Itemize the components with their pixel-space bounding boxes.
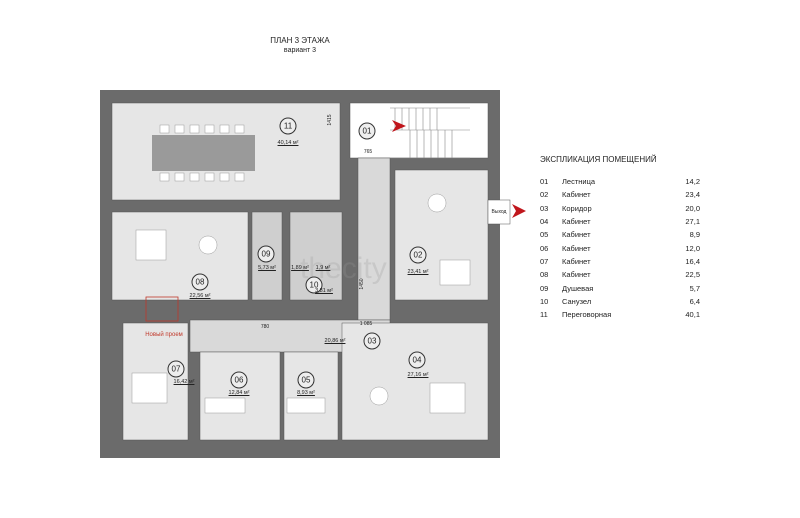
plan-subtitle: вариант 3 xyxy=(283,47,317,54)
room-02-number: 02 xyxy=(409,246,427,264)
legend-row: 04 Кабинет 27,1 xyxy=(540,215,700,228)
legend-room-name: Кабинет xyxy=(562,270,591,280)
room-05-number: 05 xyxy=(297,371,315,389)
dimension-765: 765 xyxy=(363,149,373,155)
legend-room-name: Переговорная xyxy=(562,310,612,320)
legend-row: 11 Переговорная 40,1 xyxy=(540,308,700,321)
room-06-area: 12,84 м² xyxy=(228,390,250,396)
room-03-area: 20,86 м² xyxy=(324,338,346,344)
legend-room-area: 5,7 xyxy=(689,283,700,293)
legend-room-name: Кабинет xyxy=(562,230,591,240)
legend-room-number: 11 xyxy=(540,310,548,320)
room-08-area: 22,56 м² xyxy=(189,293,211,299)
legend-room-name: Санузел xyxy=(562,296,592,306)
legend-row: 05 Кабинет 8,9 xyxy=(540,228,700,241)
shower-sub-area: 1,89 м² xyxy=(291,265,309,271)
legend-room-name: Коридор xyxy=(562,203,592,213)
room-07-area: 16,42 м² xyxy=(173,379,195,385)
room-03-number: 03 xyxy=(363,332,381,350)
legend-room-number: 02 xyxy=(540,190,549,200)
room-05-area: 8,93 м² xyxy=(297,390,315,396)
legend-room-number: 05 xyxy=(540,230,549,240)
legend-room-number: 01 xyxy=(540,177,549,187)
corridor-floor xyxy=(357,157,391,321)
legend-row: 10 Санузел 6,4 xyxy=(540,295,700,308)
new-opening-label: Новый проем xyxy=(145,332,183,338)
room-08-floor xyxy=(111,211,249,301)
legend-row: 07 Кабинет 16,4 xyxy=(540,255,700,268)
room-06-floor xyxy=(199,351,281,441)
exit-door xyxy=(487,199,511,225)
legend-room-name: Кабинет xyxy=(562,217,591,227)
room-09-area: 5,73 м² xyxy=(258,265,276,271)
room-02-area: 23,41 м² xyxy=(407,269,429,275)
legend-row: 06 Кабинет 12,0 xyxy=(540,241,700,254)
legend-room-number: 04 xyxy=(540,217,549,227)
room-10-number: 10 xyxy=(305,276,323,294)
dimension-1450: 1450 xyxy=(359,278,365,290)
new-opening-marker xyxy=(145,296,179,322)
room-10-area: 3,81 м² xyxy=(315,288,333,294)
legend-room-name: Кабинет xyxy=(562,190,591,200)
legend-room-area: 6,4 xyxy=(689,296,700,306)
dimension-1085: 1 085 xyxy=(359,321,373,327)
stairs xyxy=(390,107,470,159)
legend-room-name: Кабинет xyxy=(562,243,591,253)
legend-room-number: 03 xyxy=(540,203,549,213)
room-07-number: 07 xyxy=(167,360,185,378)
legend-room-name: Кабинет xyxy=(562,256,591,266)
legend-room-area: 40,1 xyxy=(685,310,700,320)
legend-room-area: 27,1 xyxy=(685,217,700,227)
room-11-number: 11 xyxy=(279,117,297,135)
wc-sub-area: 1,9 м² xyxy=(315,265,331,271)
legend-room-number: 10 xyxy=(540,296,549,306)
legend-row: 08 Кабинет 22,5 xyxy=(540,268,700,281)
room-04-area: 27,16 м² xyxy=(407,372,429,378)
legend-row: 03 Коридор 20,0 xyxy=(540,202,700,215)
legend-room-area: 23,4 xyxy=(685,190,700,200)
legend-room-number: 09 xyxy=(540,283,549,293)
legend-row: 01 Лестница 14,2 xyxy=(540,175,700,188)
legend-room-area: 22,5 xyxy=(685,270,700,280)
legend-room-area: 20,0 xyxy=(685,203,700,213)
legend-room-area: 14,2 xyxy=(685,177,700,187)
legend-room-name: Душевая xyxy=(562,283,594,293)
dimension-780: 780 xyxy=(260,324,270,330)
room-06-number: 06 xyxy=(230,371,248,389)
room-11-area: 40,14 м² xyxy=(277,140,299,146)
exit-label: Выход xyxy=(491,209,507,215)
legend-room-area: 16,4 xyxy=(685,256,700,266)
legend-heading: ЭКСПЛИКАЦИЯ ПОМЕЩЕНИЙ xyxy=(540,155,657,164)
legend-room-number: 08 xyxy=(540,270,549,280)
arrow-icons xyxy=(392,120,526,218)
dimension-1415: 1415 xyxy=(327,114,333,126)
legend-room-name: Лестница xyxy=(562,177,596,187)
room-04-number: 04 xyxy=(408,351,426,369)
legend-room-area: 12,0 xyxy=(685,243,700,253)
legend-room-number: 07 xyxy=(540,256,549,266)
meeting-table xyxy=(152,135,255,171)
room-05-floor xyxy=(283,351,339,441)
plan-title: ПЛАН 3 ЭТАЖА xyxy=(270,36,330,45)
room-08-number: 08 xyxy=(191,273,209,291)
room-09-number: 09 xyxy=(257,245,275,263)
legend-room-area: 8,9 xyxy=(689,230,700,240)
legend-room-number: 06 xyxy=(540,243,549,253)
room-01-number: 01 xyxy=(358,122,376,140)
legend-row: 09 Душевая 5,7 xyxy=(540,281,700,294)
legend-row: 02 Кабинет 23,4 xyxy=(540,188,700,201)
